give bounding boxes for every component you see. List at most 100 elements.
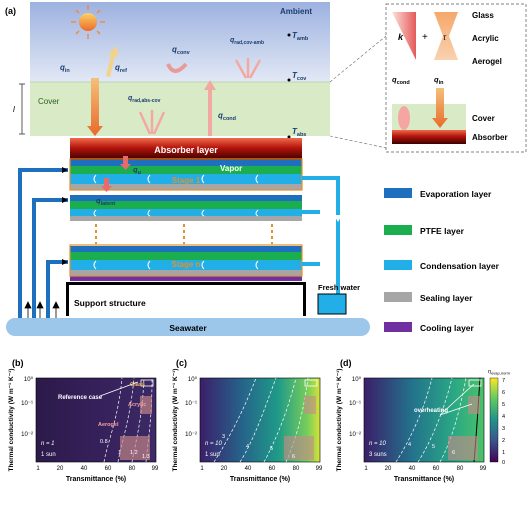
q-latent-arrow — [101, 178, 112, 192]
panel-c-xtick-1: 20 — [221, 466, 228, 472]
panel-b-reference-case: Reference case — [58, 395, 103, 401]
panel-a: (a) Ambient Cover l qin qref q — [5, 2, 527, 336]
legend-swatch-cooling — [384, 322, 412, 332]
panel-d-xtick-5: 99 — [480, 466, 487, 472]
q-cond-arrow — [204, 80, 216, 136]
panel-c-xtick-5: 99 — [316, 466, 323, 472]
panel-b-sun: 1 sun — [41, 452, 56, 458]
legend-swatch-ptfe — [384, 225, 412, 235]
panel-c-xtick-3: 60 — [269, 466, 276, 472]
panel-d-ylabel: Thermal conductivity (W m⁻¹ K⁻¹) — [336, 369, 343, 472]
panel-b-aerogel: Aerogel — [98, 422, 119, 428]
inset-q-in-arrow — [432, 88, 448, 128]
q-in-label: qin — [60, 63, 70, 74]
panel-c-xtick-2: 40 — [245, 466, 252, 472]
vapor-label: Vapor — [220, 164, 242, 173]
t-amb-label: Tamb — [292, 31, 309, 42]
stage-1-label: Stage 1 — [172, 176, 201, 185]
q-rad-abs-cov-arrows — [138, 110, 166, 135]
panel-d-overheating: overheating — [414, 408, 448, 414]
panel-c-contour-4: 4 — [246, 444, 249, 450]
t-abs-label: Tabs — [292, 127, 306, 138]
panel-c-ytick-2: 10⁻² — [185, 432, 197, 438]
inset: k + τ Glass Acrylic Aerogel qcond qin Co… — [385, 3, 527, 153]
panel-c-ylabel: Thermal conductivity (W m⁻¹ K⁻¹) — [172, 369, 179, 472]
seawater-label: Seawater — [169, 323, 207, 333]
q-ref-arrow — [106, 46, 118, 77]
panel-c-contour-3: 3 — [222, 434, 225, 440]
stage-1 — [69, 158, 303, 191]
support-structure-label: Support structure — [74, 298, 146, 308]
legend-label-evaporation: Evaporation layer — [420, 189, 492, 199]
stage-ellipsis — [95, 224, 273, 244]
t-amb-point — [287, 33, 291, 37]
feed-pipes — [18, 168, 68, 320]
panel-d-n: n = 10 — [369, 441, 387, 447]
colorbar-tick-1: 1 — [502, 450, 505, 456]
inset-tau: τ — [443, 33, 447, 42]
absorber-layer — [70, 138, 302, 160]
inset-absorber — [392, 130, 466, 144]
q-ref-label: qref — [115, 63, 127, 74]
inset-cond-glow — [398, 106, 410, 130]
panel-b-xlabel: Transmittance (%) — [66, 476, 126, 483]
panel-b-ytick-1: 10⁻¹ — [21, 401, 33, 407]
stage-n — [69, 244, 303, 281]
panel-b-xtick-0: 1 — [36, 466, 40, 472]
panel-c-xtick-4: 80 — [293, 466, 300, 472]
panel-b-ylabel: Thermal conductivity (W m⁻¹ K⁻¹) — [8, 369, 15, 472]
stage-2 — [70, 195, 302, 221]
q-in-arrow — [87, 78, 103, 136]
fresh-water-label: Fresh water — [318, 283, 360, 292]
legend-label-cooling: Cooling layer — [420, 323, 475, 333]
panel-d-label: (d) — [340, 358, 352, 368]
colorbar-tick-7: 7 — [502, 378, 505, 384]
panel-b-contour-1-2: 1.2 — [130, 450, 138, 456]
panel-b-contour-0-8: 0.8 — [100, 439, 108, 445]
ambient-label: Ambient — [280, 7, 312, 16]
colorbar-tick-6: 6 — [502, 390, 505, 396]
colorbar-title: ηevap,norm — [488, 369, 511, 376]
panel-b-xtick-3: 60 — [105, 466, 112, 472]
panel-c-ytick-1: 10⁻¹ — [185, 401, 197, 407]
panel-d-xtick-0: 1 — [364, 466, 368, 472]
panel-d-ytick-0: 10⁰ — [352, 376, 362, 383]
panel-b-contour-1-3: 1.3 — [142, 454, 150, 460]
absorber-layer-label: Absorber layer — [154, 145, 218, 155]
panel-c-label: (c) — [176, 358, 187, 368]
t-cov-label: Tcov — [292, 71, 307, 82]
q-latent-label: qlatent — [96, 196, 115, 207]
q-conv-arrow — [166, 62, 188, 73]
panel-b-xtick-4: 80 — [129, 466, 136, 472]
panel-b-glass: Glass — [130, 382, 145, 388]
panel-c-ytick-0: 10⁰ — [188, 376, 198, 383]
colorbar-tick-5: 5 — [502, 402, 505, 408]
cover-label: Cover — [38, 97, 60, 106]
panel-d-ytick-2: 10⁻² — [349, 432, 361, 438]
panel-d-xtick-3: 60 — [433, 466, 440, 472]
inset-q-in: qin — [434, 75, 444, 86]
colorbar-tick-3: 3 — [502, 426, 505, 432]
legend-label-ptfe: PTFE layer — [420, 226, 465, 236]
legend-label-sealing: Sealing layer — [420, 293, 473, 303]
legend-label-condensation: Condensation layer — [420, 261, 500, 271]
panel-d-contour-6: 6 — [452, 450, 455, 456]
panel-b-n: n = 1 — [41, 441, 55, 447]
panel-c-contour-5: 5 — [270, 446, 273, 452]
panel-d-xtick-1: 20 — [385, 466, 392, 472]
panel-c-xlabel: Transmittance (%) — [230, 476, 290, 483]
panel-b-acrylic: Acrylic — [128, 402, 146, 408]
panel-b-xtick-1: 20 — [57, 466, 64, 472]
legend-swatch-evaporation — [384, 188, 412, 198]
inset-material-aerogel: Aerogel — [472, 57, 502, 66]
panel-d-ytick-1: 10⁻¹ — [349, 401, 361, 407]
panel-b-xtick-5: 99 — [152, 466, 159, 472]
panel-d-contour-5: 5 — [432, 444, 435, 450]
fresh-water-tank — [317, 293, 347, 315]
q-u-arrow — [120, 156, 131, 170]
panel-a-label: (a) — [5, 6, 16, 16]
seawater — [6, 318, 370, 336]
panel-b: (b) Glass Acrylic Aerogel Reference case… — [8, 358, 159, 483]
q-rad-cov-amb-arrows — [234, 58, 262, 79]
